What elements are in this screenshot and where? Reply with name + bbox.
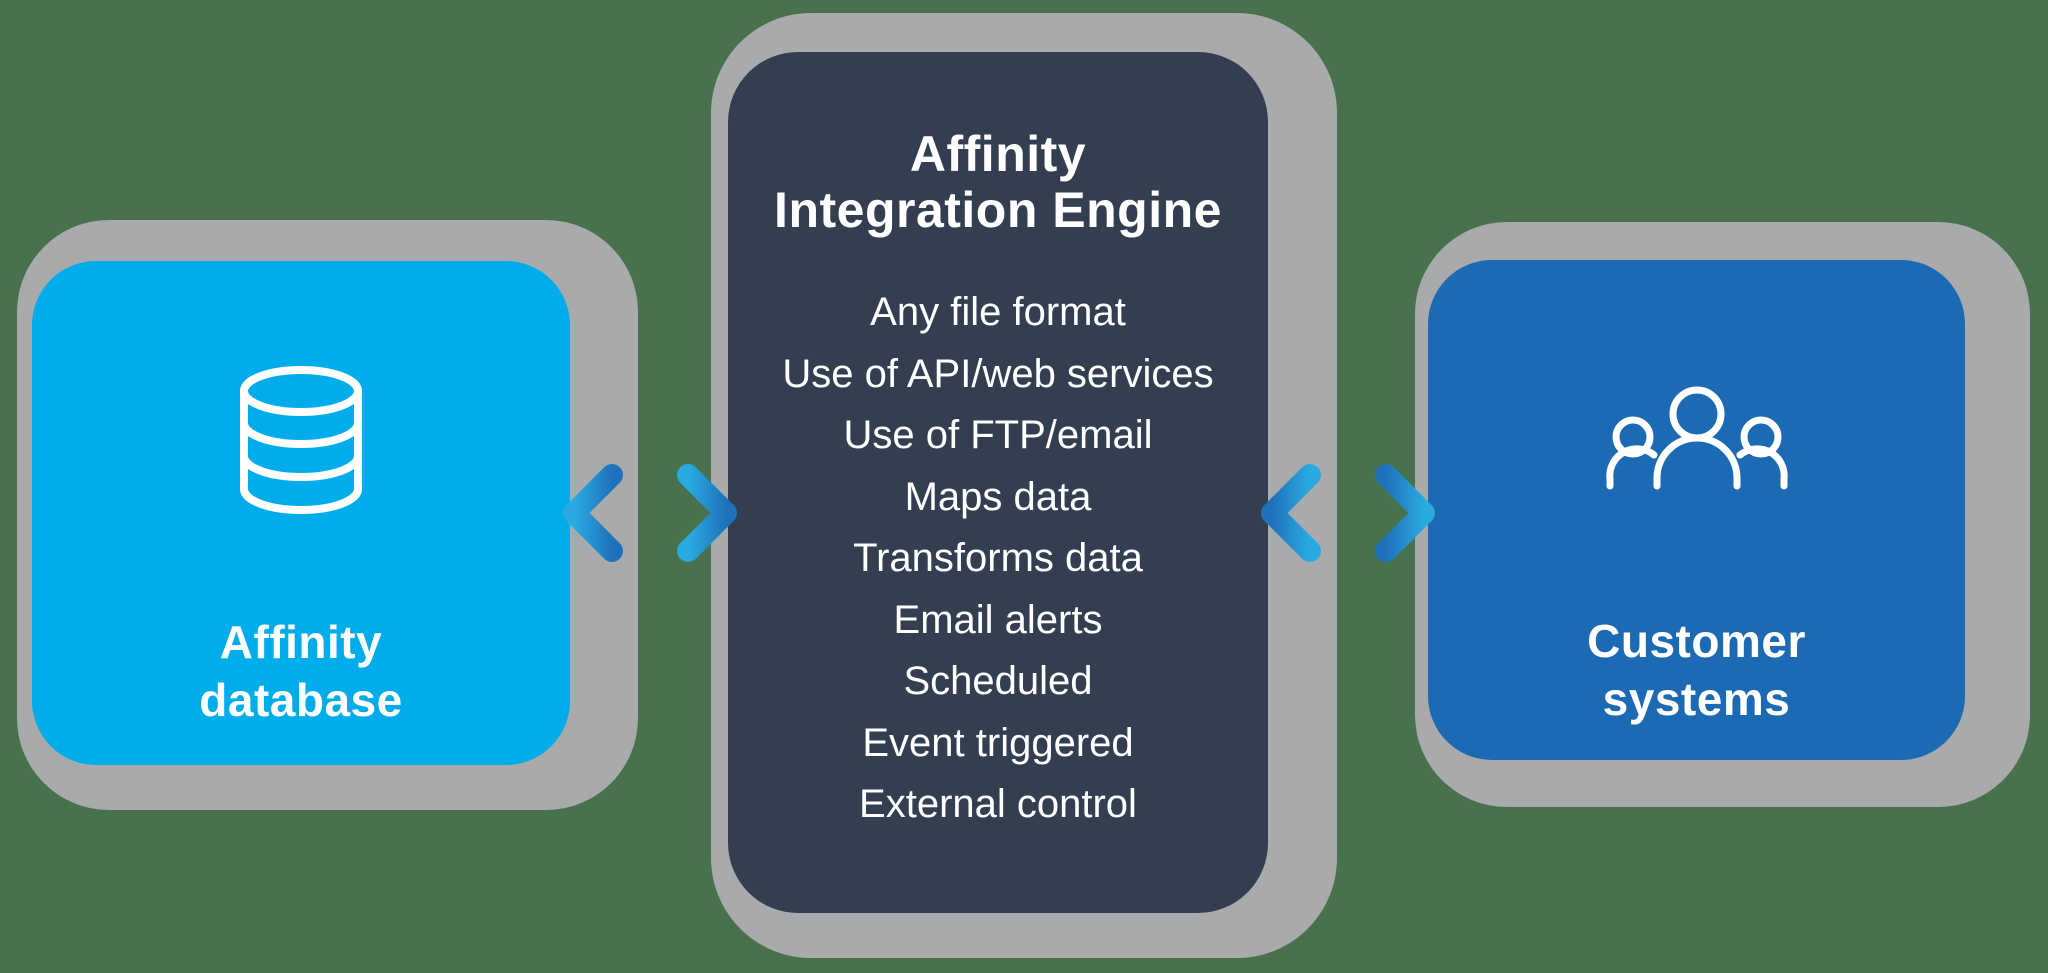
feature-item: Maps data xyxy=(904,474,1092,519)
integration-engine-box: Affinity Integration Engine Any file for… xyxy=(728,52,1268,913)
integration-engine-title-line2: Integration Engine xyxy=(774,182,1222,238)
feature-item: Event triggered xyxy=(862,720,1134,765)
feature-item: Scheduled xyxy=(903,659,1093,703)
feature-item: External control xyxy=(859,782,1137,826)
integration-engine-title: Affinity Integration Engine xyxy=(728,126,1268,238)
feature-item: Transforms data xyxy=(853,536,1143,580)
integration-engine-feature-list: Any file format Use of API/web services … xyxy=(728,282,1268,836)
database-icon xyxy=(240,366,362,514)
customer-systems-label: Customer systems xyxy=(1428,612,1965,728)
customer-systems-label-line1: Customer xyxy=(1587,615,1806,667)
feature-item: Any file format xyxy=(870,290,1126,334)
affinity-database-label: Affinity database xyxy=(32,613,570,729)
feature-item: Email alerts xyxy=(893,597,1103,642)
customer-systems-label-line2: systems xyxy=(1602,673,1791,725)
left-double-arrow-icon xyxy=(563,464,737,562)
affinity-database-label-line1: Affinity xyxy=(219,616,383,668)
integration-engine-outline: Affinity Integration Engine Any file for… xyxy=(711,13,1337,958)
right-double-arrow-icon xyxy=(1261,464,1435,562)
affinity-database-label-line2: database xyxy=(199,674,403,726)
feature-item: Use of FTP/email xyxy=(843,413,1153,457)
integration-engine-title-line1: Affinity xyxy=(909,126,1087,182)
affinity-database-outline: Affinity database xyxy=(17,220,638,810)
customers-icon xyxy=(1605,386,1788,490)
feature-item: Use of API/web services xyxy=(782,351,1214,396)
customer-systems-outline: Customer systems xyxy=(1415,222,2030,807)
affinity-database-box: Affinity database xyxy=(32,261,570,765)
customer-systems-box: Customer systems xyxy=(1428,260,1965,760)
